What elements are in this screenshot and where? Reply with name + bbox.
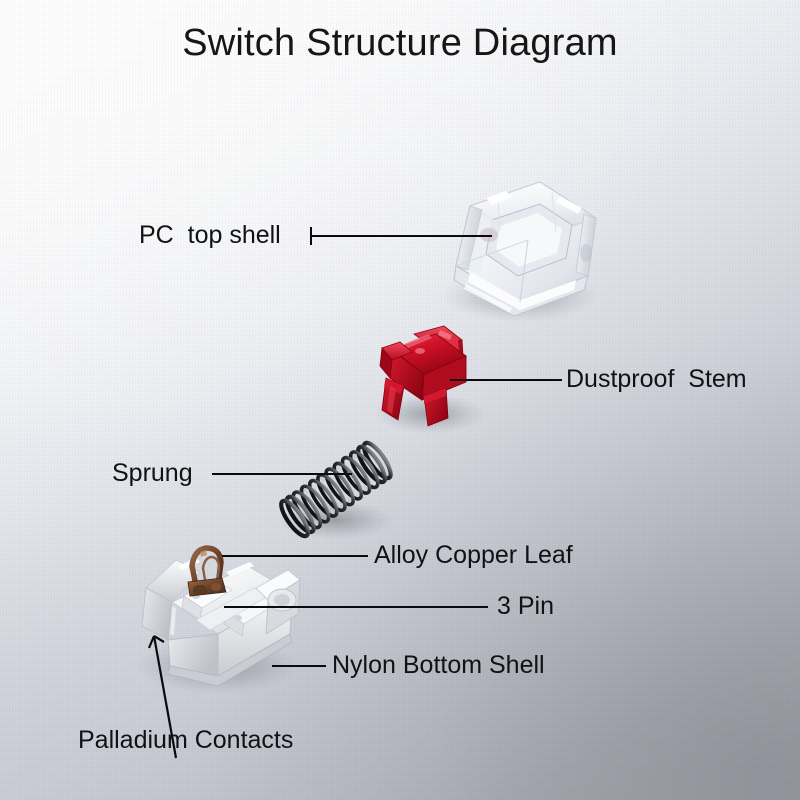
pc-top-shell-leader-tick xyxy=(310,227,312,245)
label-pc-top-shell: PC top shell xyxy=(139,221,281,249)
palladium-contacts-arrow xyxy=(147,635,178,759)
nylon-bottom-shell-part xyxy=(141,558,301,687)
nylon-bottom-shell-leader xyxy=(272,665,326,667)
dustproof-stem-part xyxy=(379,325,467,427)
label-alloy-copper-leaf: Alloy Copper Leaf xyxy=(374,541,573,569)
sprung-leader xyxy=(212,473,352,475)
label-sprung: Sprung xyxy=(112,459,193,487)
three-pin-leader xyxy=(224,606,488,608)
alloy-copper-leaf-leader xyxy=(222,555,368,557)
pc-top-shell-part xyxy=(453,181,598,317)
label-three-pin: 3 Pin xyxy=(497,592,554,620)
sprung-part xyxy=(279,440,393,539)
label-nylon-bottom-shell: Nylon Bottom Shell xyxy=(332,651,545,679)
pc-top-shell-leader xyxy=(312,235,492,237)
dustproof-stem-leader xyxy=(450,379,562,381)
alloy-copper-leaf-part xyxy=(187,545,227,597)
page-title: Switch Structure Diagram xyxy=(182,22,618,64)
label-dustproof-stem: Dustproof Stem xyxy=(566,365,747,393)
label-palladium-contacts: Palladium Contacts xyxy=(78,726,294,754)
